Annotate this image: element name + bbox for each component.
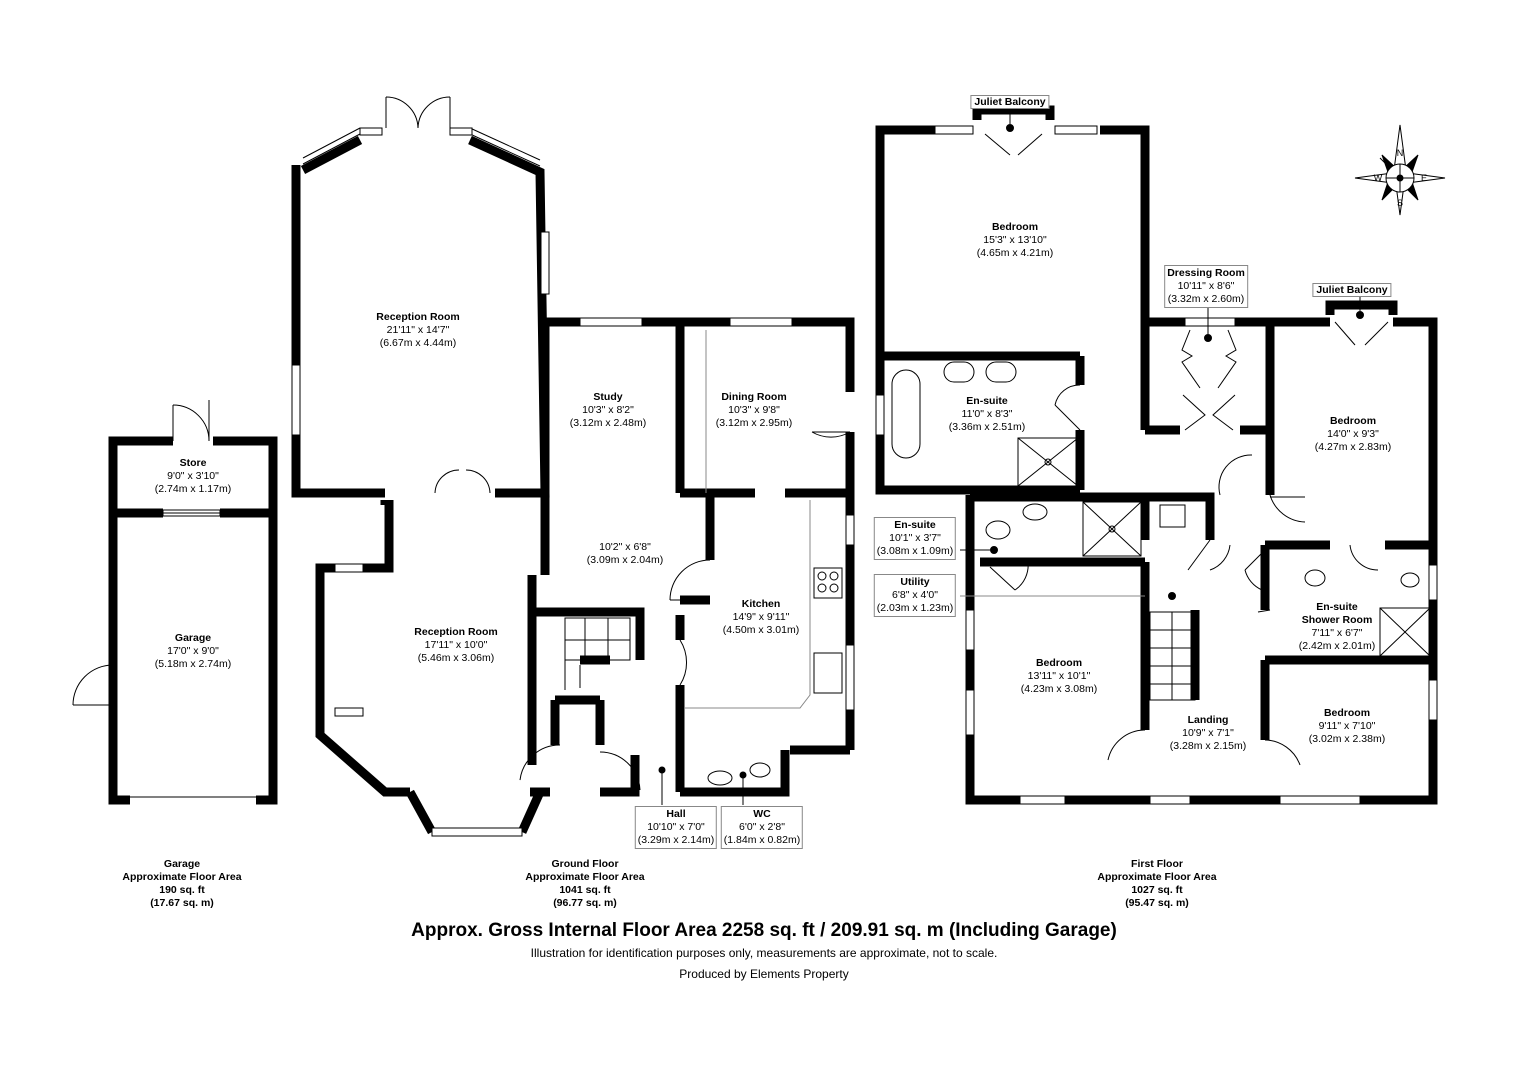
compass-n: N bbox=[1397, 148, 1404, 158]
juliet-balcony-label-1: Juliet Balcony bbox=[970, 95, 1050, 109]
gross-area-title: Approx. Gross Internal Floor Area 2258 s… bbox=[411, 920, 1117, 941]
producer-credit: Produced by Elements Property bbox=[679, 967, 849, 981]
svg-text:S: S bbox=[1397, 198, 1403, 208]
compass-icon bbox=[1354, 124, 1446, 216]
ground-floor-walls bbox=[291, 135, 855, 835]
svg-text:W: W bbox=[1374, 173, 1383, 183]
first-floor-walls bbox=[875, 105, 1438, 805]
garage-walls bbox=[108, 436, 278, 805]
juliet-balcony-label-2: Juliet Balcony bbox=[1312, 283, 1392, 297]
disclaimer: Illustration for identification purposes… bbox=[530, 946, 998, 960]
svg-text:E: E bbox=[1421, 173, 1427, 183]
room-passage: 10'2" x 6'8"(3.09m x 2.04m) bbox=[586, 541, 664, 566]
